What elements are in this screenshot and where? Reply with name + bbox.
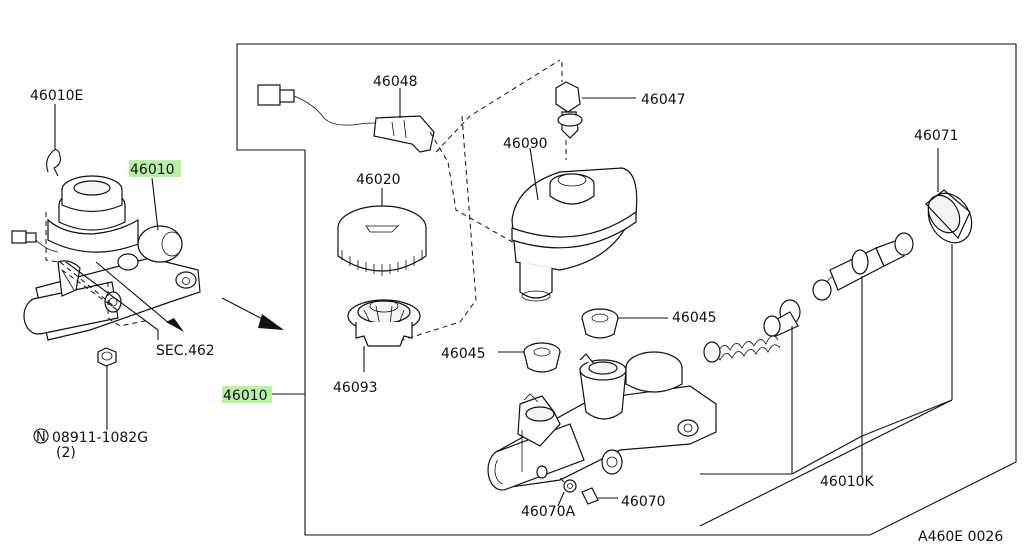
part-46010k-piston-kit [699,232,953,527]
diagram-code: A460E 0026 [918,529,1003,545]
assembly-frame [236,43,1017,536]
part-46090-reservoir [511,147,638,302]
label-46090: 46090 [503,136,548,152]
label-08911-qty: (2) [56,445,76,461]
part-46047-bolt [555,62,636,160]
label-46045-upper: 46045 [672,310,717,326]
part-46045-grommet-upper [581,308,668,339]
label-46045-lower: 46045 [441,346,486,362]
part-46020-cap [337,188,427,276]
label-46070a: 46070A [521,504,576,520]
label-n-mark: N [36,430,46,445]
label-46047: 46047 [641,92,686,108]
label-46010-top: 46010 [130,162,175,178]
label-08911-1082g: 08911-1082G [52,430,148,446]
clip-46010e [46,149,61,177]
label-46020: 46020 [356,172,401,188]
label-46070: 46070 [621,494,666,510]
label-46010k: 46010K [820,474,875,490]
label-46010e: 46010E [30,88,83,104]
label-46010-left: 46010 [223,388,268,404]
n-circle-mark [33,428,49,444]
left-assembly [11,104,201,430]
label-sec462: SEC.462 [156,343,215,359]
highlight-46010-left [222,386,272,403]
label-46071: 46071 [914,128,959,144]
part-46093-seal [347,299,421,372]
part-46048-harness [257,84,435,153]
part-46045-grommet-lower [498,342,561,373]
label-46048: 46048 [373,74,418,90]
label-46093: 46093 [333,380,378,396]
part-master-cylinder-body [487,351,717,507]
part-46071-ring [925,148,973,244]
highlight-46010-top [129,160,181,177]
